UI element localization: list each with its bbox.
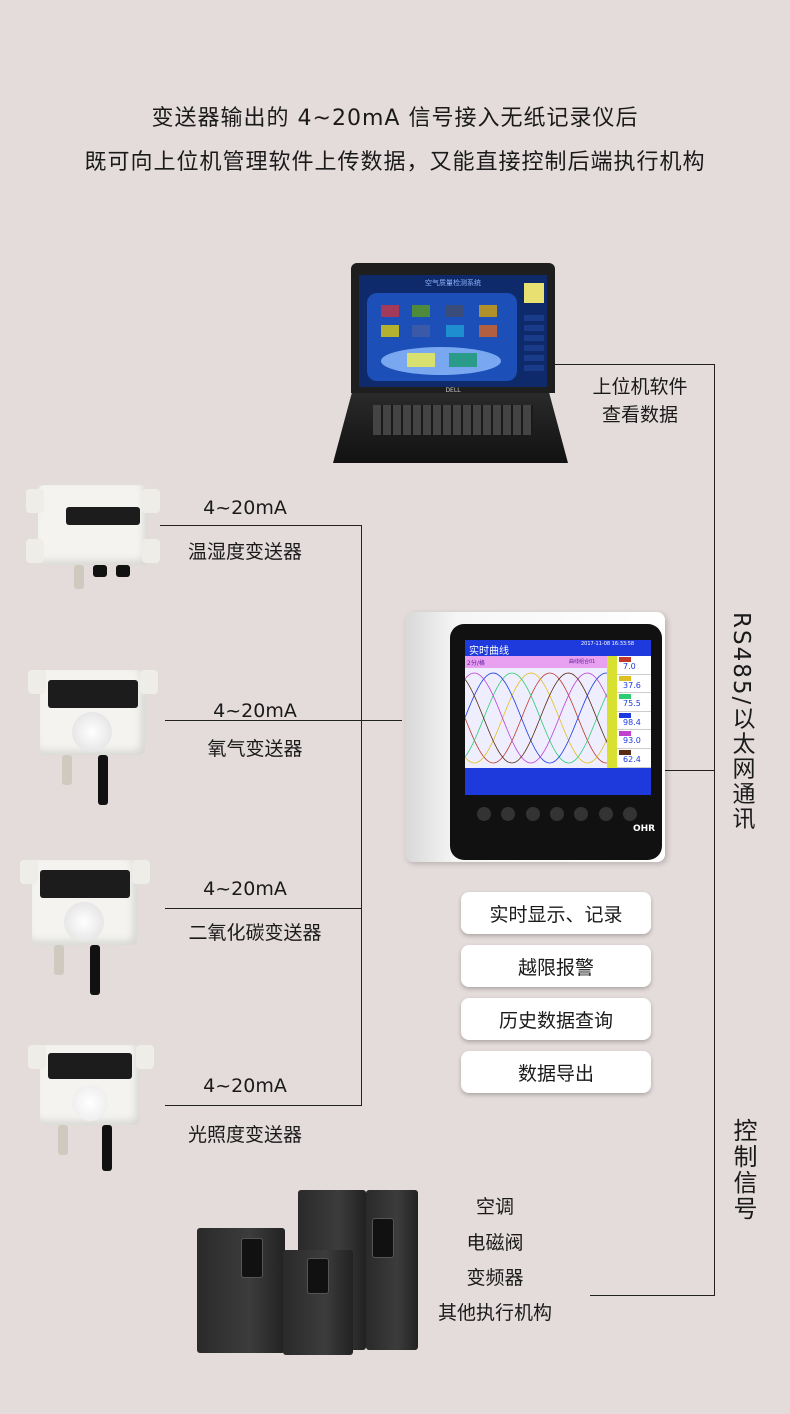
header-line-1: 变送器输出的 4~20mA 信号接入无纸记录仪后 — [151, 106, 639, 131]
actuator-solenoid-valve: 电磁阀 — [466, 1232, 524, 1254]
sensor-1-name: 温湿度变送器 — [187, 541, 302, 563]
actuator-other: 其他执行机构 — [437, 1302, 552, 1324]
sensor-4-signal: 4~20mA — [203, 1075, 287, 1097]
recorder-channel-value: 75.5 — [617, 693, 651, 712]
recorder-channel-value: 7.0 — [617, 656, 651, 675]
control-signal-label: 控制信号 — [729, 1118, 757, 1222]
comm-label: RS485/以太网通讯 — [728, 612, 754, 832]
laptop-screen-title: 空气质量检测系统 — [425, 279, 481, 287]
feature-history-query: 历史数据查询 — [461, 998, 651, 1040]
recorder-channel-value: 37.6 — [617, 675, 651, 694]
laptop-image: 空气质量检测系统 DELL — [333, 263, 568, 463]
channel-value-text: 98.4 — [623, 717, 641, 727]
recorder-channel-value: 62.4 — [617, 749, 651, 768]
oxygen-sensor-image — [28, 670, 158, 805]
recorder-datetime: 2017-11-08 16:33:58 — [581, 641, 635, 647]
sensor-2-signal: 4~20mA — [213, 700, 297, 722]
feature-limit-alarm: 越限报警 — [461, 945, 651, 987]
paperless-recorder-image: 实时曲线 2017-11-08 16:33:58 2分/格 曲线组合01 7.0… — [405, 612, 665, 862]
laptop-caption-2: 查看数据 — [601, 404, 678, 426]
light-sensor-image — [28, 1045, 154, 1171]
feature-data-export: 数据导出 — [461, 1051, 651, 1093]
recorder-curve — [465, 672, 607, 764]
co2-sensor-image — [20, 860, 150, 995]
recorder-unit-label: 2分/格 — [467, 660, 485, 667]
sensor-3-name: 二氧化碳变送器 — [188, 922, 322, 944]
recorder-channel-value: 93.0 — [617, 730, 651, 749]
recorder-curve — [465, 672, 607, 764]
sensor-2-name: 氧气变送器 — [207, 738, 303, 760]
recorder-logo: OHR — [633, 824, 656, 834]
recorder-group: 曲线组合01 — [569, 659, 596, 665]
recorder-screen-title: 实时曲线 — [469, 646, 509, 657]
actuator-ac: 空调 — [475, 1196, 514, 1218]
recorder-curve — [465, 672, 607, 764]
recorder-curve — [465, 672, 607, 764]
temp-humidity-sensor-image — [26, 485, 160, 589]
laptop-brand: DELL — [445, 387, 461, 394]
recorder-curves — [465, 672, 607, 764]
sensor-3-signal: 4~20mA — [203, 878, 287, 900]
header-line-2: 既可向上位机管理软件上传数据，又能直接控制后端执行机构 — [84, 150, 706, 175]
laptop-caption-1: 上位机软件 — [592, 376, 688, 398]
channel-value-text: 37.6 — [623, 680, 641, 690]
recorder-curve — [465, 672, 607, 764]
sensor-4-name: 光照度变送器 — [187, 1124, 302, 1146]
channel-value-text: 75.5 — [623, 699, 641, 709]
channel-value-text: 93.0 — [623, 736, 641, 746]
recorder-channel-value: 98.4 — [617, 712, 651, 731]
actuator-inverter: 变频器 — [466, 1267, 524, 1289]
channel-value-text: 7.0 — [623, 662, 636, 671]
sensor-1-signal: 4~20mA — [203, 497, 287, 519]
channel-value-text: 62.4 — [623, 754, 641, 764]
recorder-curve — [465, 672, 607, 764]
feature-realtime-display: 实时显示、记录 — [461, 892, 651, 934]
